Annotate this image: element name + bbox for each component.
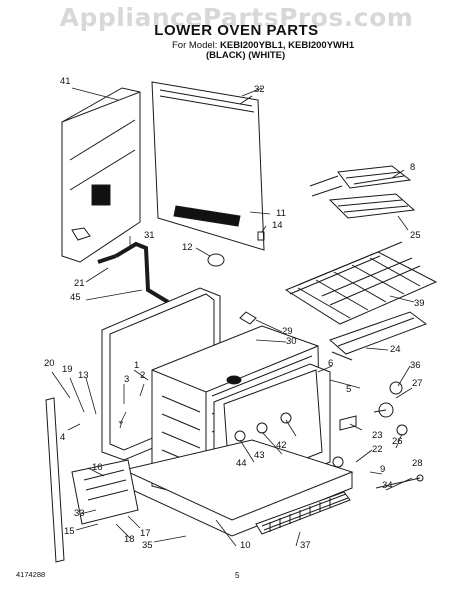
callout-3: 3 bbox=[124, 374, 129, 385]
thermostat-assembly bbox=[373, 381, 408, 436]
callout-37: 37 bbox=[300, 540, 311, 551]
callout-10: 10 bbox=[240, 540, 251, 551]
callout-33: 33 bbox=[74, 508, 85, 519]
callout-45: 45 bbox=[70, 292, 81, 303]
broil-element-upper bbox=[309, 165, 412, 197]
rear-panel bbox=[151, 81, 265, 251]
oven-rack bbox=[284, 241, 438, 325]
callout-8: 8 bbox=[410, 162, 415, 173]
callout-2: 2 bbox=[140, 370, 145, 381]
left-insulation-panel bbox=[61, 87, 141, 263]
callout-14: 14 bbox=[272, 220, 283, 231]
callout-25: 25 bbox=[410, 230, 421, 241]
model-numbers: KEBI200YBL1, KEBI200YWH1 bbox=[220, 40, 355, 51]
callout-20: 20 bbox=[44, 358, 55, 369]
callout-9: 9 bbox=[380, 464, 385, 475]
callout-7: 7 bbox=[118, 420, 123, 431]
callout-6: 6 bbox=[328, 358, 333, 369]
callout-42: 42 bbox=[276, 440, 287, 451]
callout-24: 24 bbox=[390, 344, 401, 355]
callout-18: 18 bbox=[124, 534, 135, 545]
callout-32: 32 bbox=[254, 84, 265, 95]
callout-26: 26 bbox=[392, 436, 403, 447]
color-variants: (BLACK) (WHITE) bbox=[206, 50, 286, 61]
callout-35: 35 bbox=[142, 540, 153, 551]
callout-12: 12 bbox=[182, 242, 193, 253]
bake-element bbox=[328, 193, 416, 219]
clip-14 bbox=[257, 231, 265, 241]
callout-17: 17 bbox=[140, 528, 151, 539]
callout-39: 39 bbox=[414, 298, 425, 309]
callout-43: 43 bbox=[254, 450, 265, 461]
callout-44: 44 bbox=[236, 458, 247, 469]
page-title: LOWER OVEN PARTS bbox=[154, 22, 319, 39]
callout-5: 5 bbox=[346, 384, 351, 395]
callout-13: 13 bbox=[78, 370, 89, 381]
watermark: AppliancePartsPros.com bbox=[59, 3, 414, 32]
sensor-probe bbox=[332, 415, 357, 468]
page-number: 5 bbox=[235, 571, 240, 580]
callout-36: 36 bbox=[410, 360, 421, 371]
callout-22: 22 bbox=[372, 444, 383, 455]
wire-34 bbox=[375, 474, 424, 489]
side-trim-strip bbox=[45, 397, 65, 563]
callout-16: 16 bbox=[92, 462, 103, 473]
callout-1: 1 bbox=[134, 360, 139, 371]
callout-29: 29 bbox=[282, 326, 293, 337]
leader-lines bbox=[51, 87, 415, 547]
vent-tube bbox=[97, 241, 170, 304]
callout-34: 34 bbox=[382, 480, 393, 491]
side-vent bbox=[71, 459, 139, 525]
model-line: For Model: KEBI200YBL1, KEBI200YWH1 bbox=[172, 40, 354, 51]
callout-23: 23 bbox=[372, 430, 383, 441]
document-number: 4174288 bbox=[16, 570, 46, 579]
model-prefix: For Model: bbox=[172, 40, 218, 51]
callout-labels: 41 32 8 11 14 25 12 31 21 45 39 29 30 24… bbox=[44, 76, 425, 551]
callout-41: 41 bbox=[60, 76, 71, 87]
callout-11: 11 bbox=[276, 208, 286, 219]
callout-21: 21 bbox=[74, 278, 85, 289]
fitting-12 bbox=[207, 253, 225, 267]
callout-4: 4 bbox=[60, 432, 65, 443]
callout-28: 28 bbox=[412, 458, 423, 469]
connector-29 bbox=[239, 311, 257, 325]
vent-grille bbox=[255, 491, 351, 535]
callout-31: 31 bbox=[144, 230, 155, 241]
callout-15: 15 bbox=[64, 526, 75, 537]
callout-27: 27 bbox=[412, 378, 423, 389]
broil-element-lower bbox=[329, 311, 428, 361]
callout-30: 30 bbox=[286, 336, 297, 347]
callout-19: 19 bbox=[62, 364, 73, 375]
